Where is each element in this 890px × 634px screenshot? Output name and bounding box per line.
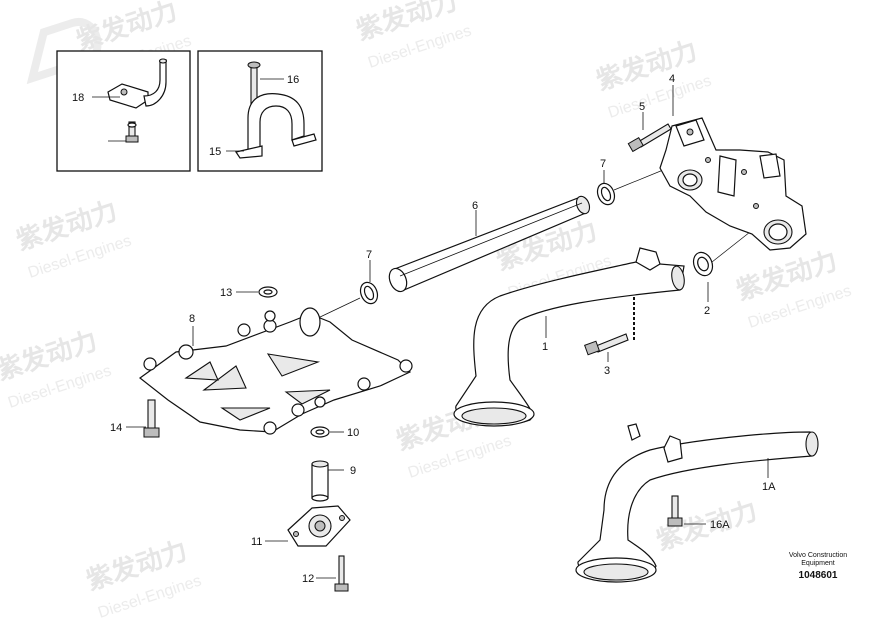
- part-suction-pipe-1a: [575, 423, 819, 583]
- leader-lines: [92, 78, 769, 579]
- part-washer-13-inner: [263, 289, 273, 295]
- alignment-line: [317, 297, 361, 319]
- part-oring-7-left-inner: [363, 285, 375, 301]
- detail-box-bracket: [56, 50, 191, 172]
- callout-14: 14: [110, 422, 122, 434]
- detail-box-clamp: [197, 50, 323, 172]
- callout-12: 12: [302, 573, 314, 585]
- callout-4: 4: [669, 73, 675, 85]
- credit-line-1: Volvo Construction: [789, 552, 847, 559]
- part-strainer-plate: [139, 307, 413, 435]
- part-bolt-3: [584, 333, 629, 356]
- credit-line-2: Equipment: [801, 560, 835, 567]
- part-pipe-6: [388, 195, 591, 293]
- part-bolt-16a: [667, 495, 683, 527]
- callout-2: 2: [704, 305, 710, 317]
- alignment-line: [711, 231, 751, 263]
- part-bolt-14: [143, 399, 160, 438]
- drawing-number: 1048601: [799, 570, 838, 581]
- callout-15: 15: [209, 146, 221, 158]
- part-flange-11: [287, 505, 351, 547]
- callout-9: 9: [350, 465, 356, 477]
- callout-16a: 16A: [710, 519, 730, 531]
- callout-11: 11: [251, 536, 262, 548]
- callout-5: 5: [639, 101, 645, 113]
- callout-16: 16: [287, 74, 299, 86]
- part-pump-housing-4: [659, 117, 807, 251]
- part-oring-2-inner: [697, 256, 709, 272]
- credit-block: Volvo Construction Equipment 1048601: [789, 552, 847, 581]
- part-oring-7-right-inner: [600, 186, 612, 202]
- callout-8: 8: [189, 313, 195, 325]
- callout-17: 18: [72, 92, 84, 104]
- alignment-line: [613, 167, 669, 191]
- callout-1: 1: [542, 341, 548, 353]
- part-sleeve-9: [311, 460, 329, 502]
- callout-7-left: 7: [366, 249, 372, 261]
- part-washer-10-inner: [315, 429, 325, 435]
- part-bolt-12: [334, 555, 349, 592]
- callout-1a: 1A: [762, 481, 776, 493]
- part-suction-pipe-1: [453, 247, 685, 427]
- callout-3: 3: [604, 365, 610, 377]
- part-bolt-5: [627, 123, 672, 153]
- callout-7-right: 7: [600, 158, 606, 170]
- callout-10: 10: [347, 427, 359, 439]
- callout-6: 6: [472, 200, 478, 212]
- callout-13: 13: [220, 287, 232, 299]
